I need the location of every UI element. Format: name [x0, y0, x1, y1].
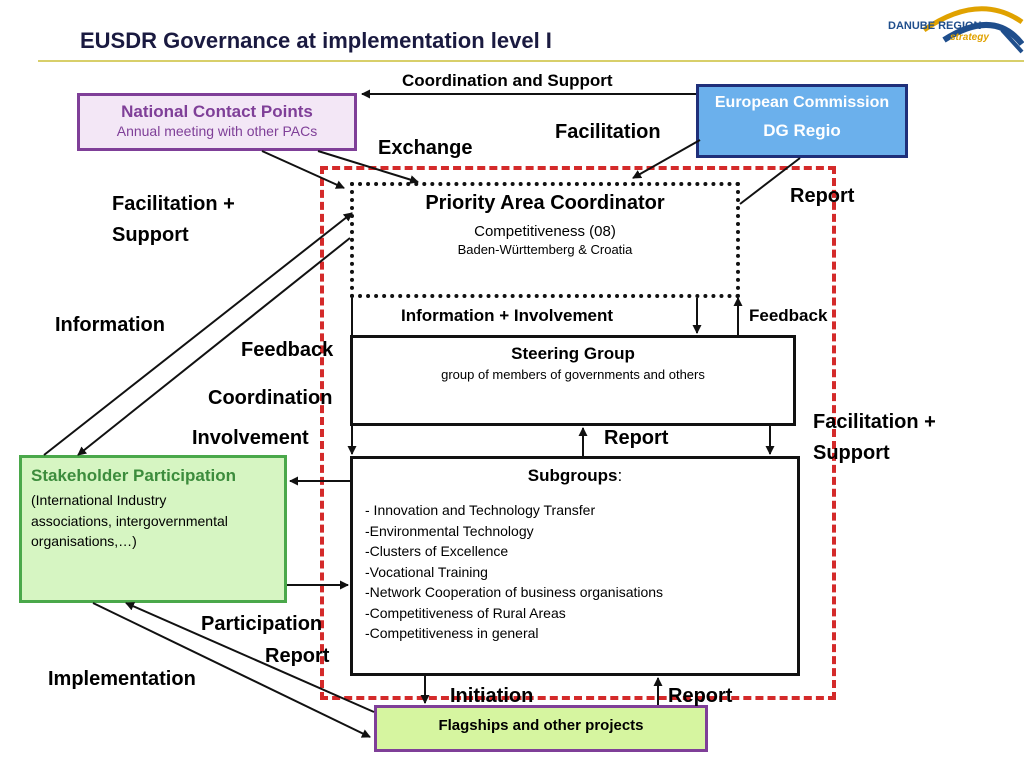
label-report-lower-left: Report: [265, 645, 330, 667]
subgroups-title: Subgroups:: [353, 466, 797, 486]
label-initiation: Initiation: [450, 685, 534, 707]
label-feedback-right: Feedback: [749, 306, 828, 325]
label-report-bottom: Report: [668, 685, 733, 707]
european-commission-box: European Commission DG Regio: [696, 84, 908, 158]
steering-subtitle: group of members of governments and othe…: [441, 367, 705, 382]
stakeholder-line: organisations,…): [31, 533, 137, 549]
arrow-ncp-to-pac-1: [261, 150, 345, 189]
danube-region-logo: DANUBE REGION strategy: [884, 0, 1024, 60]
list-item: - Innovation and Technology Transfer: [365, 502, 596, 518]
priority-area-coordinator-box: Priority Area Coordinator Competitivenes…: [350, 182, 740, 298]
label-implementation: Implementation: [48, 668, 196, 690]
flagships-box: Flagships and other projects: [374, 705, 708, 752]
label-participation: Participation: [201, 613, 323, 635]
label-facilitation-support-left-2: Support: [112, 224, 189, 246]
list-item: -Network Cooperation of business organis…: [365, 584, 664, 600]
stakeholder-description: (International Industry associations, in…: [31, 490, 284, 552]
label-report-top: Report: [790, 185, 855, 207]
steering-group-box: Steering Group group of members of gover…: [350, 335, 796, 426]
label-facilitation-support-right-1: Facilitation +: [813, 411, 936, 433]
implementation-frame: [320, 166, 836, 700]
list-item: -Clusters of Excellence: [365, 543, 509, 559]
pac-title: Priority Area Coordinator: [425, 192, 665, 214]
logo-swoosh-icon: [922, 6, 1024, 54]
flagships-title: Flagships and other projects: [438, 717, 644, 734]
label-feedback-left: Feedback: [241, 339, 334, 361]
ec-title: European Commission: [714, 94, 890, 111]
list-item: -Competitiveness of Rural Areas: [365, 604, 566, 621]
logo-text-region: DANUBE REGION: [888, 20, 982, 32]
stakeholder-line: (International Industry: [31, 492, 167, 508]
subgroups-title-colon: :: [617, 466, 623, 485]
list-item: -Environmental Technology: [365, 522, 534, 539]
stakeholder-line: associations, intergovernmental: [31, 512, 228, 529]
stakeholder-title: Stakeholder Participation: [31, 466, 236, 485]
ncp-title: National Contact Points: [121, 102, 313, 121]
national-contact-points-box: National Contact Points Annual meeting w…: [77, 93, 357, 151]
arrow-stakeholder-to-pac: [43, 212, 353, 456]
label-information-involvement: Information + Involvement: [401, 306, 614, 325]
pac-line-2: Baden-Württemberg & Croatia: [457, 242, 633, 257]
label-facilitation-support-right-2: Support: [813, 442, 890, 464]
label-involvement: Involvement: [192, 427, 309, 449]
label-exchange: Exchange: [378, 137, 473, 159]
subgroups-list: - Innovation and Technology Transfer -En…: [365, 500, 797, 644]
arrow-pac-to-stakeholder: [77, 237, 351, 456]
arrow-ec-to-pac-facilitation: [632, 139, 701, 179]
list-item: -Competitiveness in general: [365, 625, 539, 641]
arrow-flagships-to-stakeholder: [125, 602, 375, 713]
label-report-mid: Report: [604, 427, 669, 449]
label-facilitation-support-left-1: Facilitation +: [112, 193, 235, 215]
label-information: Information: [55, 314, 165, 336]
arrow-ncp-to-pac-2: [317, 150, 419, 184]
label-coordination-support: Coordination and Support: [402, 71, 613, 90]
arrow-stakeholder-to-flagships: [92, 602, 371, 738]
ncp-subtitle: Annual meeting with other PACs: [116, 123, 318, 139]
list-item: -Vocational Training: [365, 563, 488, 580]
pac-line-1: Competitiveness (08): [474, 223, 616, 240]
steering-title: Steering Group: [511, 344, 635, 363]
stakeholder-participation-box: Stakeholder Participation (International…: [19, 455, 287, 603]
label-facilitation: Facilitation: [555, 121, 661, 143]
ec-subtitle: DG Regio: [763, 121, 841, 140]
title-divider: [38, 60, 1024, 62]
arrow-pac-to-ec-report: [739, 157, 801, 205]
logo-text-strategy: strategy: [950, 32, 989, 43]
subgroups-box: Subgroups: - Innovation and Technology T…: [350, 456, 800, 676]
label-coordination: Coordination: [208, 387, 333, 409]
subgroups-title-text: Subgroups: [527, 466, 618, 485]
page-title: EUSDR Governance at implementation level…: [80, 28, 552, 53]
